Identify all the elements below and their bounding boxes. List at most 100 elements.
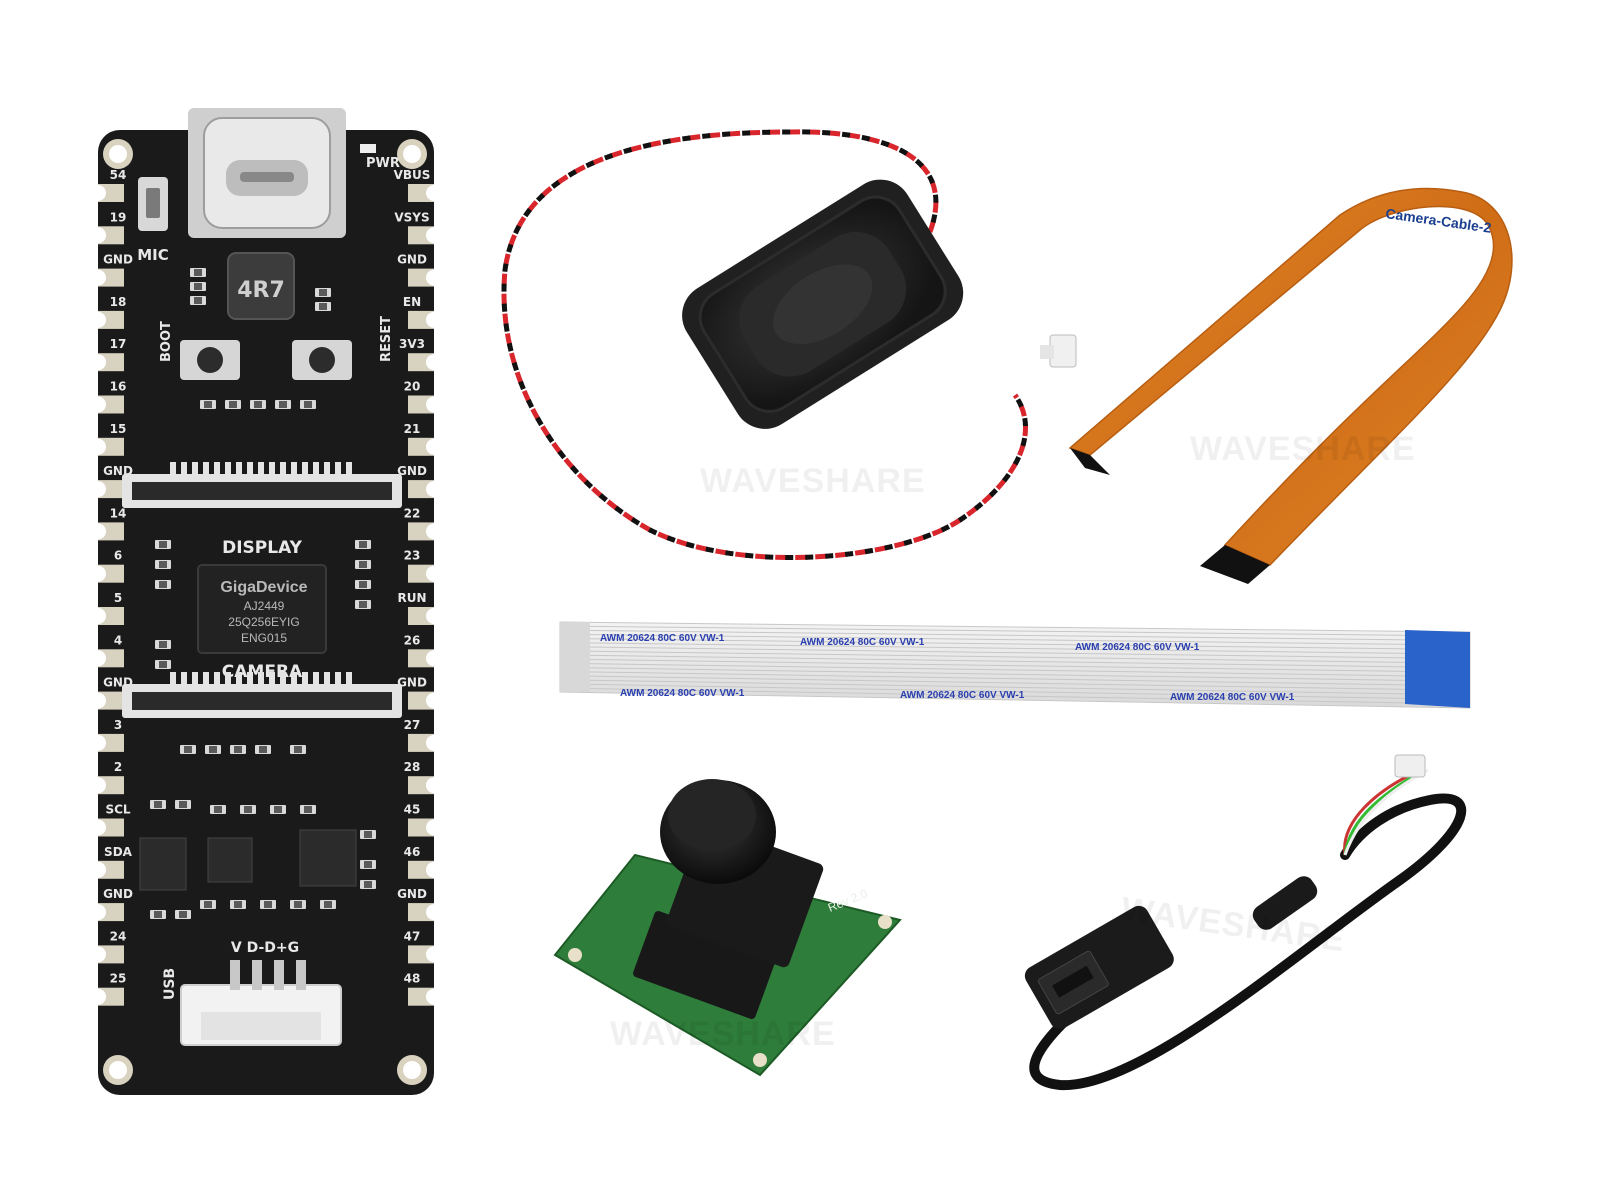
usb-cable-wire: [1029, 793, 1467, 1091]
right-pin: GND: [397, 676, 442, 710]
camera-module: Rev 2.0: [553, 779, 902, 1077]
right-pin: 47: [404, 929, 442, 964]
ffc-text-5: AWM 20624 80C 60V VW-1: [900, 690, 1025, 701]
ffc-text-2: AWM 20624 80C 60V VW-1: [800, 637, 925, 648]
right-pin-label: 26: [404, 633, 421, 647]
speaker-body: [682, 179, 964, 429]
right-pin-label: 45: [404, 803, 421, 817]
usb-cable-sleeve: [1252, 876, 1318, 930]
right-pin-label: RUN: [397, 591, 426, 605]
left-pin: 25: [90, 972, 126, 1006]
right-pin-label: 46: [404, 845, 421, 859]
right-pin-label: 22: [404, 506, 421, 520]
left-pin: 16: [90, 380, 126, 414]
usb-c-connector: [188, 108, 346, 238]
left-pin: GND: [90, 676, 133, 710]
mic-label: MIC: [137, 246, 169, 264]
left-pin: GND: [90, 464, 133, 499]
left-pin-label: SDA: [104, 845, 133, 859]
left-pin-header: 5419GND18171615GND14654GND32SCLSDAGND242…: [90, 168, 133, 1006]
left-pin: 5: [90, 591, 124, 625]
left-pin-label: 16: [110, 380, 127, 394]
speaker: [501, 129, 1077, 561]
ffc-text-1: AWM 20624 80C 60V VW-1: [600, 633, 725, 644]
right-pin-label: 23: [404, 549, 421, 563]
left-pin-label: 2: [114, 760, 122, 774]
chip-line-3: 25Q256EYIG: [228, 615, 299, 629]
left-pin: 54: [90, 168, 126, 202]
inductor: 4R7: [227, 252, 295, 320]
camera-fpc-connector: [122, 672, 402, 718]
right-pin: 21: [404, 422, 442, 456]
right-pin: 22: [404, 506, 442, 541]
usb-label: USB: [162, 968, 178, 1000]
speaker-wire-black: [501, 129, 1028, 561]
display-fpc-connector: [122, 462, 402, 508]
boot-label: BOOT: [159, 321, 174, 362]
left-pin-label: 14: [110, 506, 127, 520]
reset-label: RESET: [379, 316, 394, 362]
usb-pin-label: V D-D+G: [231, 940, 299, 956]
ffc-ribbon-cable: AWM 20624 80C 60V VW-1 AWM 20624 80C 60V…: [559, 621, 1471, 709]
right-pin: VBUS: [394, 168, 442, 202]
left-pin-label: 5: [114, 591, 122, 605]
right-pin-label: 47: [404, 929, 421, 943]
right-pin-label: GND: [397, 887, 427, 901]
watermark-1: WAVESHARE: [700, 462, 926, 500]
usb-cable-jst: [1394, 754, 1426, 778]
usb-a-female: [1024, 905, 1174, 1030]
ffc-text-4: AWM 20624 80C 60V VW-1: [620, 688, 745, 699]
left-pin-label: 54: [110, 168, 127, 182]
left-pin-label: 3: [114, 718, 122, 732]
pwr-label: PWR: [366, 156, 400, 171]
left-pin: 15: [90, 422, 126, 456]
smd-components: [150, 268, 376, 919]
ffc-text-6: AWM 20624 80C 60V VW-1: [1170, 692, 1295, 703]
left-pin: 3: [90, 718, 124, 752]
right-pin-label: EN: [403, 295, 421, 309]
right-pin: 26: [404, 633, 442, 668]
ffc-text-3: AWM 20624 80C 60V VW-1: [1075, 642, 1200, 653]
left-pin: 6: [90, 549, 124, 583]
right-pin-label: 27: [404, 718, 421, 732]
flex-end-bottom: [1200, 545, 1270, 584]
left-pin: 18: [90, 295, 126, 329]
right-pin-label: 21: [404, 422, 421, 436]
usb-otg-cable: [1024, 754, 1467, 1091]
right-pin: 45: [404, 803, 442, 837]
left-pin: 2: [90, 760, 124, 795]
right-pin-label: GND: [397, 676, 427, 690]
left-pin: 19: [90, 210, 126, 245]
right-pin: GND: [397, 253, 442, 287]
right-pin-label: VSYS: [394, 210, 429, 224]
left-pin-label: 4: [114, 633, 122, 647]
display-label: DISPLAY: [222, 538, 303, 558]
left-pin-label: 6: [114, 549, 122, 563]
left-pin: 24: [90, 929, 126, 964]
right-pin: EN: [403, 295, 442, 329]
left-pin-label: 15: [110, 422, 127, 436]
ffc-blue-end: [1405, 630, 1470, 708]
right-pin: 27: [404, 718, 442, 752]
right-pin-label: 48: [404, 972, 421, 986]
right-pin: 23: [404, 549, 442, 583]
reset-button: [292, 340, 352, 380]
ffc-contacts-left: [560, 622, 590, 692]
left-pin: GND: [90, 887, 133, 922]
right-pin: GND: [397, 887, 442, 922]
right-pin: GND: [397, 464, 442, 499]
pwr-led: [360, 144, 376, 153]
mounting-holes: [103, 139, 427, 1085]
chip-line-1: GigaDevice: [220, 579, 307, 596]
left-pin: SDA: [90, 845, 133, 879]
left-pin: 14: [90, 506, 127, 541]
right-pin-header: VBUSVSYSGNDEN3V32021GND2223RUN26GND27284…: [394, 168, 442, 1006]
chip-line-4: ENG015: [241, 631, 287, 645]
left-pin-label: 25: [110, 972, 127, 986]
speaker-connector: [1040, 334, 1077, 368]
left-pin-label: GND: [103, 253, 133, 267]
left-pin-label: 18: [110, 295, 127, 309]
right-pin: VSYS: [394, 210, 442, 245]
right-pin-label: GND: [397, 464, 427, 478]
